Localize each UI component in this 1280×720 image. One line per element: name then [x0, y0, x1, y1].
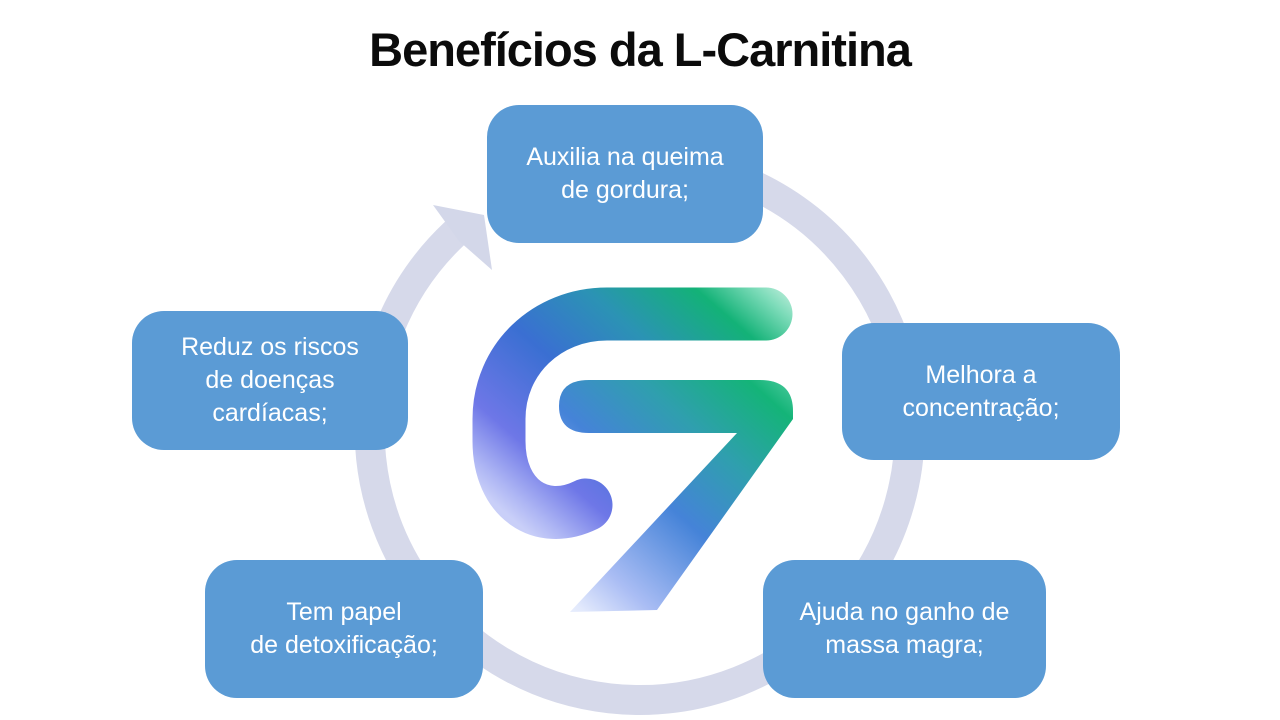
benefit-box-queima-gordura: Auxilia na queima de gordura;	[487, 105, 763, 243]
benefit-text-line: Auxilia na queima	[526, 143, 724, 171]
benefit-text-line: Ajuda no ganho de	[799, 598, 1010, 626]
benefit-text-line: Melhora a	[925, 360, 1037, 389]
benefit-text-line: cardíacas;	[212, 399, 328, 427]
slide-title: Benefícios da L-Carnitina	[369, 23, 912, 76]
benefit-text-line: de gordura;	[561, 176, 689, 204]
benefit-box-detoxificacao: Tem papel de detoxificação;	[205, 560, 483, 698]
benefit-text-line: de doenças	[205, 366, 335, 394]
benefit-text-line: massa magra;	[825, 631, 984, 659]
benefit-box-doencas-cardiacas: Reduz os riscos de doenças cardíacas;	[132, 311, 408, 450]
benefit-text-line: de detoxificação;	[250, 631, 438, 659]
g7-logo-g-stroke	[472, 287, 793, 539]
benefit-text-line: Tem papel	[286, 598, 402, 626]
cycle-arrow-head-icon	[433, 205, 492, 270]
benefit-text-line: concentração;	[902, 393, 1060, 422]
benefit-box-massa-magra: Ajuda no ganho de massa magra;	[763, 560, 1046, 698]
benefit-text-line: Reduz os riscos	[181, 333, 359, 361]
benefit-box-concentracao: Melhora a concentração;	[842, 323, 1120, 460]
g7-logo-seven	[559, 380, 793, 612]
